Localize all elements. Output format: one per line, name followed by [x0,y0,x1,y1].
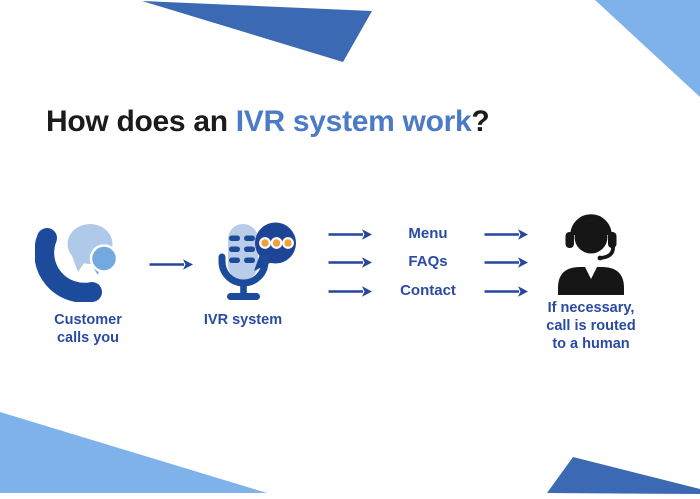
mic-stand [218,253,269,300]
caption-ivr-system: IVR system [193,311,293,329]
caption-customer-calls: Customer calls you [38,311,138,347]
option-faqs: FAQs [408,253,448,270]
right-arrow-icon [484,257,528,268]
support-agent-headset-icon [558,214,624,295]
right-arrow-icon [328,228,372,240]
option-contact: Contact [400,281,456,299]
agent-body [558,267,624,295]
headset-mic-tip [597,255,603,261]
agent-head [574,220,608,254]
chat-bubble-small-icon [89,244,119,280]
right-arrow-icon [484,228,528,240]
title-highlight: IVR system work [235,105,472,138]
speech-bubble-dots-icon [254,222,296,271]
right-arrow-icon [149,258,193,270]
caption-line: calls you [56,330,120,346]
right-arrow-icon [484,285,528,297]
headset-earcup-left [565,232,574,248]
caption-routed-to-human: If necessary, call is routed to a human [534,299,648,353]
phone-handset [35,228,102,302]
mic-grill-bars [229,235,255,263]
agent-collar-notch [585,267,597,279]
right-arrow-icon [328,257,372,268]
triangle-top-right [595,0,700,97]
caption-line: to a human [552,336,630,352]
phone-chat-icon [35,224,119,302]
headset-band [570,214,612,236]
triangle-bottom-left [0,412,267,493]
caption-line: Customer [54,312,122,328]
microphone-chat-icon [218,222,296,300]
caption-line: call is routed [546,318,636,334]
caption-line: If necessary, [547,300,635,316]
right-arrow-icon [328,285,372,297]
headset-earcup-right [608,232,617,248]
option-menu: Menu [408,224,448,242]
triangle-top-center [142,1,372,62]
page-title: How does an IVR system work? [46,105,490,139]
title-prefix: How does an [46,105,236,138]
title-suffix: ? [471,105,490,138]
caption-line: IVR system [203,312,283,328]
triangle-bottom-right [547,457,700,494]
